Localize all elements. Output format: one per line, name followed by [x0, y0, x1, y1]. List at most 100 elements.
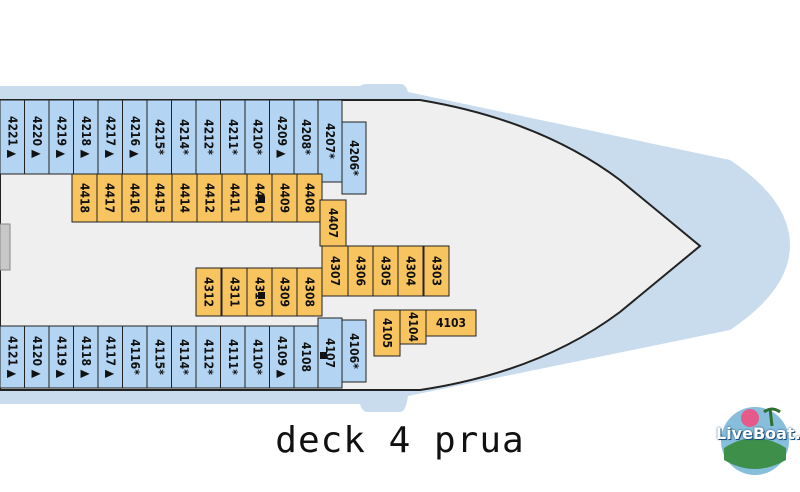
cabin-outside-top: 4218 ▲: [73, 99, 99, 175]
svg-text:4409: 4409: [278, 183, 292, 213]
svg-text:4407: 4407: [326, 208, 340, 238]
svg-text:4417: 4417: [103, 183, 117, 213]
svg-text:4104: 4104: [406, 312, 420, 343]
cabin-outside-top: 4207*: [317, 99, 343, 183]
svg-text:4121 ▲: 4121 ▲: [5, 336, 19, 379]
svg-text:4216 ▲: 4216 ▲: [128, 116, 142, 159]
cabin-outside-top: 4206*: [341, 121, 367, 195]
cabin-outside-top: 4220 ▲: [24, 99, 50, 175]
svg-text:4305: 4305: [379, 256, 393, 286]
cabin-outside-bottom: 4119 ▲: [48, 325, 74, 389]
svg-text:4312: 4312: [202, 277, 216, 307]
svg-text:4209 ▲: 4209 ▲: [275, 116, 289, 159]
svg-text:4219 ▲: 4219 ▲: [54, 116, 68, 159]
cabin-outside-bottom: 4120 ▲: [24, 325, 50, 389]
svg-text:4116*: 4116*: [128, 339, 142, 375]
svg-text:4208*: 4208*: [299, 119, 313, 155]
svg-text:4218 ▲: 4218 ▲: [79, 116, 93, 159]
marker-square: [258, 292, 265, 299]
marker-square: [258, 196, 265, 203]
logo-text: LiveBoat.it: [716, 424, 800, 443]
svg-text:4118 ▲: 4118 ▲: [79, 336, 93, 379]
svg-text:4109 ▲: 4109 ▲: [275, 336, 289, 379]
cabin-outside-bottom: 4106*: [341, 319, 367, 383]
cabin-outside-bottom: 4109 ▲: [269, 325, 295, 389]
cabin-inside-upper: 4414: [171, 173, 198, 223]
svg-text:4107: 4107: [323, 338, 337, 368]
svg-text:4111*: 4111*: [226, 339, 240, 375]
cabin-outside-top: 4211*: [220, 99, 246, 175]
cabin-inside-lower: 4307: [321, 245, 349, 297]
svg-text:4411: 4411: [228, 183, 242, 213]
svg-text:4206*: 4206*: [347, 140, 361, 176]
cabin-inside-lower: 4308: [296, 267, 323, 317]
svg-text:4119 ▲: 4119 ▲: [54, 336, 68, 379]
cabin-inside-upper: 4417: [96, 173, 123, 223]
cabin-outside-bottom: 4112*: [195, 325, 221, 389]
cabin-outside-bottom: 4111*: [220, 325, 246, 389]
svg-text:4303: 4303: [430, 256, 444, 286]
cabin-inside-upper: 4408: [296, 173, 323, 223]
svg-text:4408: 4408: [303, 183, 317, 213]
svg-text:4416: 4416: [128, 183, 142, 213]
svg-text:4220 ▲: 4220 ▲: [30, 116, 44, 159]
cabin-outside-top: 4215*: [146, 99, 172, 175]
cabin-inside-upper: 4418: [71, 173, 98, 223]
cabin-outside-bottom: 4108: [293, 325, 319, 389]
cabin-inside-upper: 4415: [146, 173, 173, 223]
svg-text:4412: 4412: [203, 183, 217, 213]
svg-text:4307: 4307: [328, 256, 342, 286]
marker-square: [320, 352, 327, 359]
cabin-inside-lower: 4311: [221, 267, 248, 317]
svg-text:4115*: 4115*: [152, 339, 166, 375]
cabin-inside-small: 4105: [373, 309, 401, 357]
svg-text:4418: 4418: [78, 183, 92, 213]
cabin-inside-lower: 4303: [423, 245, 450, 297]
cabin-inside-upper: 4407: [319, 199, 347, 247]
svg-text:4308: 4308: [303, 277, 317, 307]
cabin-outside-top: 4208*: [293, 99, 319, 175]
svg-text:4211*: 4211*: [226, 119, 240, 155]
svg-text:4306: 4306: [354, 256, 368, 286]
svg-text:4120 ▲: 4120 ▲: [30, 336, 44, 379]
svg-text:4311: 4311: [228, 277, 242, 307]
cabin-inside-upper: 4412: [196, 173, 223, 223]
cabin-inside-upper: 4416: [121, 173, 148, 223]
svg-text:4114*: 4114*: [177, 339, 191, 375]
cabin-inside-small: 4104: [399, 309, 427, 345]
svg-text:4215*: 4215*: [152, 119, 166, 155]
svg-text:4217 ▲: 4217 ▲: [103, 116, 117, 159]
cabin-outside-bottom: 4115*: [146, 325, 172, 389]
cabin-inside-lower: 4304: [397, 245, 424, 297]
cabin-inside-upper: 4409: [271, 173, 298, 223]
cabin-outside-bottom: 4116*: [122, 325, 148, 389]
svg-text:4415: 4415: [153, 183, 167, 213]
svg-text:4414: 4414: [178, 183, 192, 214]
cabin-outside-bottom: 4121 ▲: [0, 325, 25, 389]
svg-text:4221 ▲: 4221 ▲: [5, 116, 19, 159]
cabin-inside-lower: 4312: [195, 267, 222, 317]
cabin-outside-top: 4212*: [195, 99, 221, 175]
svg-text:4309: 4309: [278, 277, 292, 307]
cabin-outside-bottom: 4117 ▲: [97, 325, 123, 389]
cabin-outside-bottom: 4118 ▲: [73, 325, 99, 389]
cabin-outside-bottom: 4114*: [171, 325, 197, 389]
svg-text:4112*: 4112*: [201, 339, 215, 375]
cabin-outside-top: 4219 ▲: [48, 99, 74, 175]
stair-block: [0, 223, 11, 271]
svg-text:4212*: 4212*: [201, 119, 215, 155]
svg-text:4108: 4108: [299, 342, 313, 372]
cabin-layer: 4221 ▲ 4220 ▲ 4219 ▲ 4218 ▲ 4217 ▲ 4216 ▲ 4215…: [0, 99, 477, 389]
svg-text:4110*: 4110*: [250, 339, 264, 375]
svg-text:4207*: 4207*: [323, 123, 337, 159]
cabin-outside-bottom: 4110*: [244, 325, 270, 389]
cabin-inside-lower: 4306: [347, 245, 374, 297]
liveboat-logo: [721, 407, 789, 475]
cabin-outside-top: 4214*: [171, 99, 197, 175]
cabin-outside-top: 4209 ▲: [269, 99, 295, 175]
cabin-inside-small: 4103: [425, 309, 477, 337]
svg-text:4103: 4103: [436, 316, 466, 330]
cabin-outside-top: 4221 ▲: [0, 99, 25, 175]
svg-text:4210*: 4210*: [250, 119, 264, 155]
